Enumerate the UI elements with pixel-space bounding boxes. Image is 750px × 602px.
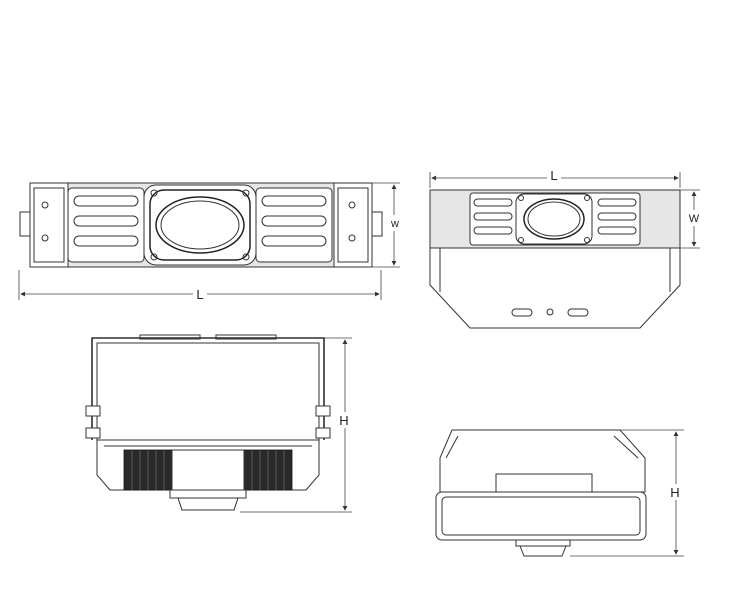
front-view: L w [18,182,402,302]
side-height-label: H [339,413,348,428]
top-width-label: W [689,213,700,225]
top-length-label: L [550,168,557,183]
end-height-label: H [670,485,679,500]
side-view: H [85,334,352,513]
front-width-label: w [390,218,399,230]
top-view: L W [429,168,702,329]
end-view: H [435,429,684,557]
front-length-label: L [196,287,203,302]
